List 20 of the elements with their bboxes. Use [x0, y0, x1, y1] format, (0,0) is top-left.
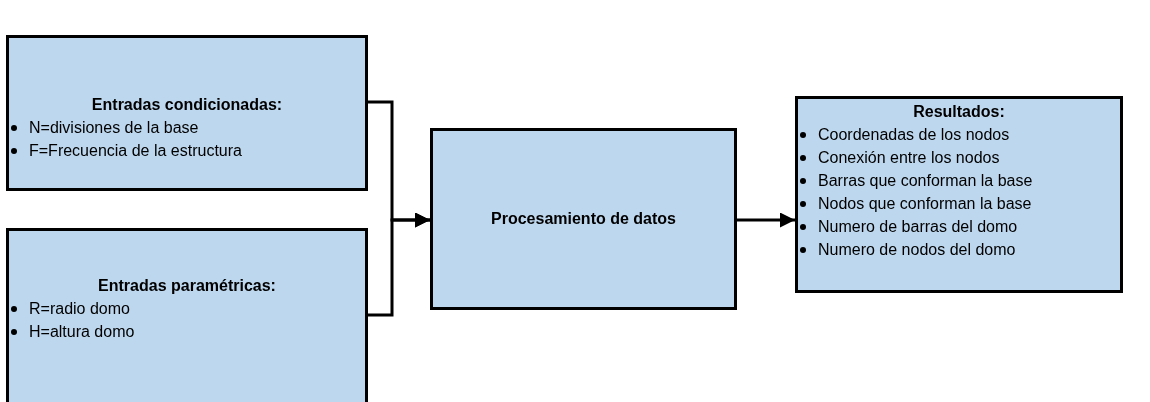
bullet-item: F=Frecuencia de la estructura	[9, 139, 365, 162]
bullet-item: Numero de barras del domo	[798, 215, 1120, 238]
bullet-item: Numero de nodos del domo	[798, 238, 1120, 261]
box-title: Entradas paramétricas:	[97, 277, 277, 295]
bullet-item: Nodos que conforman la base	[798, 192, 1120, 215]
bullet-item: Conexión entre los nodos	[798, 146, 1120, 169]
box-title: Entradas condicionadas:	[90, 96, 284, 114]
arrow	[368, 212, 430, 317]
list-box	[795, 96, 1123, 293]
arrow	[737, 212, 795, 228]
process-box	[430, 128, 737, 310]
list-box	[6, 35, 368, 191]
box-title: Resultados:	[912, 103, 1006, 121]
bullet-item: H=altura domo	[9, 320, 365, 343]
bullet-item: Barras que conforman la base	[798, 169, 1120, 192]
bullet-item: R=radio domo	[9, 297, 365, 320]
box-title: Procesamiento de datos	[491, 210, 676, 228]
bullet-item: N=divisiones de la base	[9, 116, 365, 139]
list-box	[6, 228, 368, 402]
bullet-item: Coordenadas de los nodos	[798, 123, 1120, 146]
